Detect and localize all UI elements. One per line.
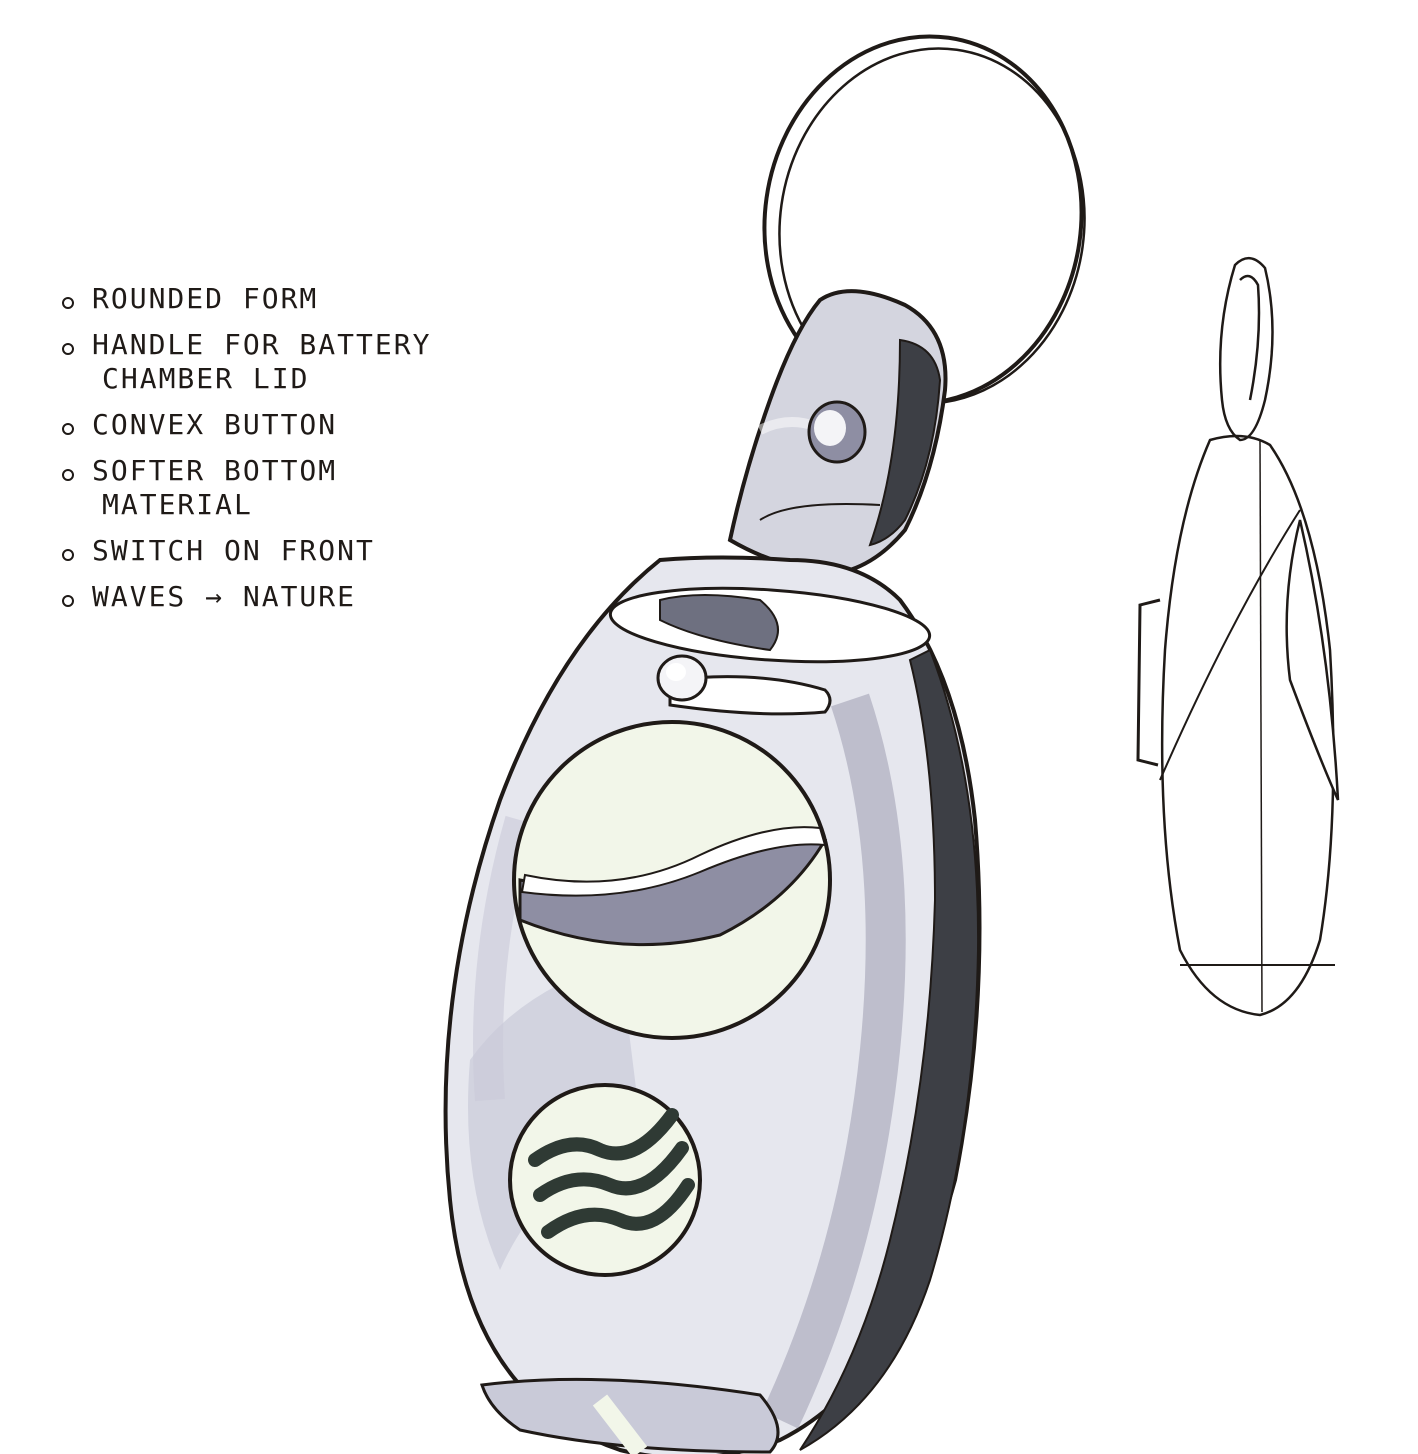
note-softer-bottom: Softer bottom material (58, 457, 458, 519)
waves-badge (508, 1083, 702, 1277)
convex-button (512, 720, 832, 1040)
bullet-circle-icon (62, 343, 74, 355)
bullet-circle-icon (62, 297, 74, 309)
design-notes-list: Rounded form Handle for battery chamber … (58, 285, 458, 629)
wave-icon (528, 1108, 695, 1239)
side-view-sketch (1136, 257, 1340, 1017)
handle-strap (727, 289, 948, 573)
bullet-circle-icon (62, 595, 74, 607)
battery-lid-handle (608, 586, 932, 664)
note-switch-front: Switch on front (58, 537, 458, 565)
note-waves-nature: Waves → nature (58, 583, 458, 611)
note-text: Softer bottom (92, 454, 338, 487)
note-text: Switch on front (92, 534, 375, 567)
note-text-continued: chamber lid (102, 362, 310, 395)
bullet-circle-icon (62, 549, 74, 561)
bullet-circle-icon (62, 423, 74, 435)
note-convex-button: Convex button (58, 411, 458, 439)
note-battery-handle: Handle for battery chamber lid (58, 331, 458, 393)
rivet-icon (807, 400, 867, 464)
note-text: Convex button (92, 408, 338, 441)
note-text: Waves → nature (92, 580, 357, 613)
note-text: Handle for battery (92, 328, 432, 361)
note-text: Rounded form (92, 282, 319, 315)
note-rounded-form: Rounded form (58, 285, 458, 313)
switch-icon (656, 654, 832, 716)
bullet-circle-icon (62, 469, 74, 481)
note-text-continued: material (102, 488, 253, 521)
